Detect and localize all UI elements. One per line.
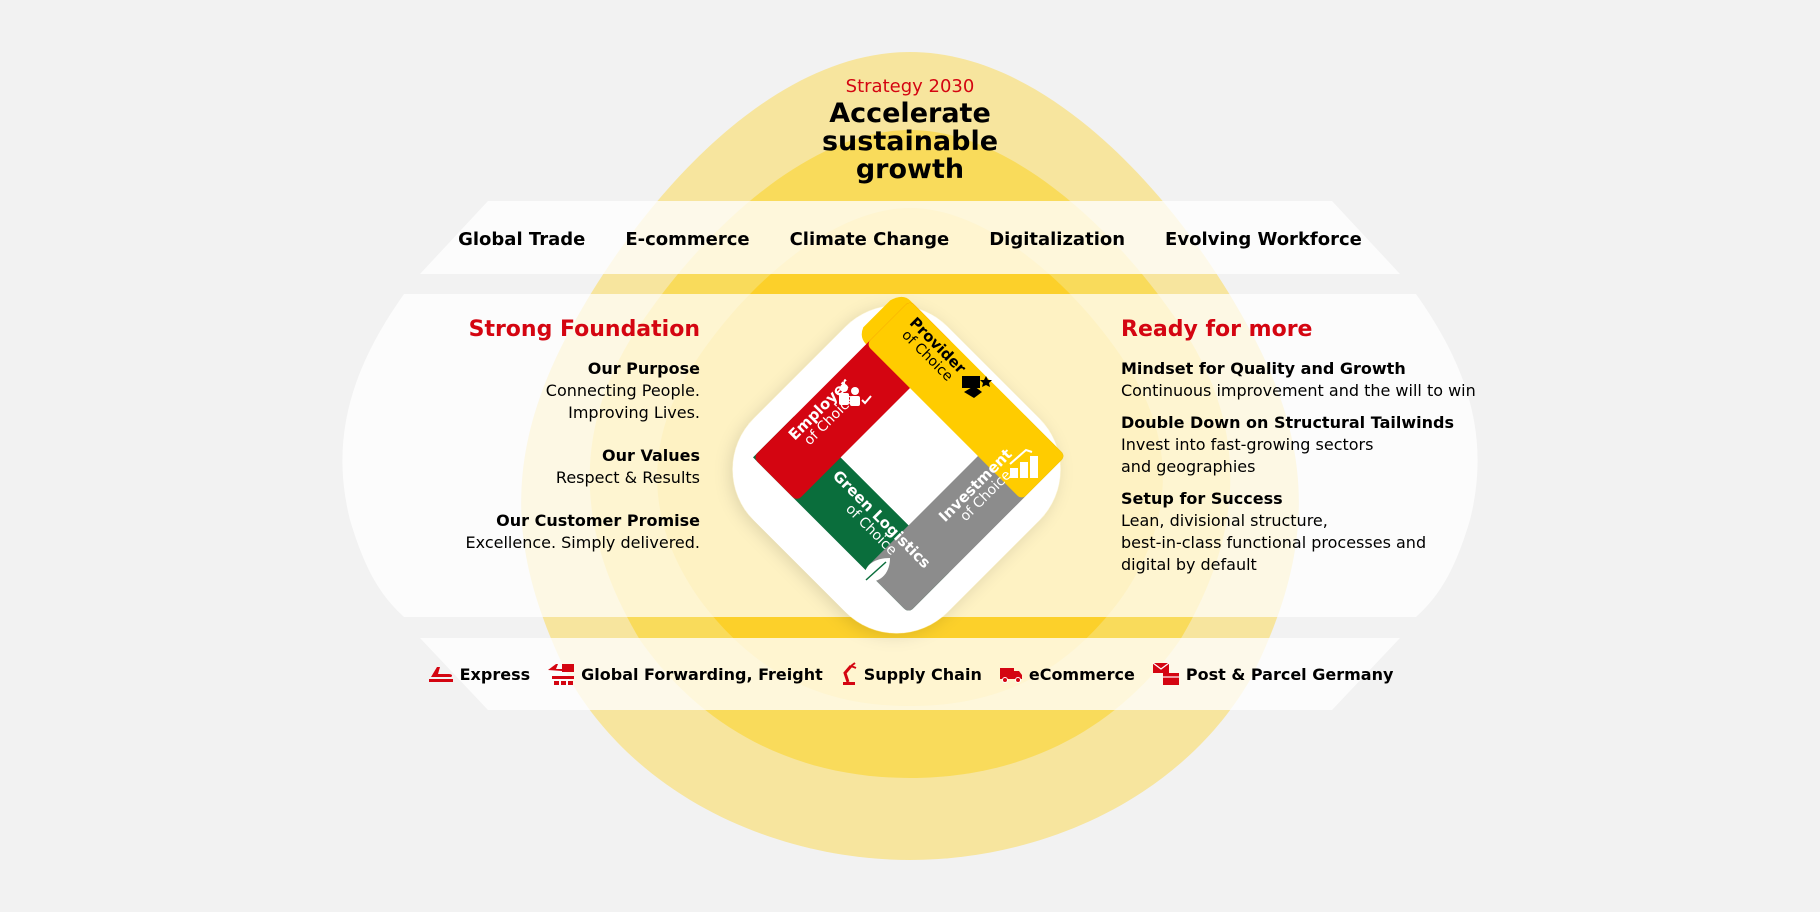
people-icon	[839, 384, 872, 406]
purpose-item: Our Purpose Connecting People. Improving…	[380, 358, 700, 424]
values-text: Respect & Results	[555, 468, 700, 487]
mindset-item: Mindset for Quality and Growth Continuou…	[1121, 358, 1481, 402]
ready-for-more-heading: Ready for more	[1121, 317, 1313, 342]
handshake-icon	[962, 376, 992, 398]
customer-promise-text: Excellence. Simply delivered.	[465, 533, 700, 552]
leaf-icon	[864, 558, 890, 582]
forwarding-icon	[548, 664, 575, 685]
customer-promise-item: Our Customer Promise Excellence. Simply …	[380, 510, 700, 554]
inner-square	[840, 388, 978, 526]
strong-foundation-heading: Strong Foundation	[468, 317, 700, 342]
mindset-text: Continuous improvement and the will to w…	[1121, 381, 1476, 400]
trends-row: Global Trade E-commerce Climate Change D…	[422, 216, 1398, 262]
divisions-row: Express Global Forwarding, Freight Suppl…	[427, 656, 1393, 692]
trend-climate-change: Climate Change	[789, 228, 950, 250]
tailwinds-title: Double Down on Structural Tailwinds	[1121, 413, 1454, 432]
purpose-text: Connecting People. Improving Lives.	[545, 381, 700, 422]
division-ecommerce-label: eCommerce	[1028, 664, 1135, 684]
trend-band	[420, 201, 1400, 274]
trend-digitalization: Digitalization	[989, 228, 1126, 250]
headline-line-1: Accelerate	[829, 98, 991, 129]
trend-ecommerce: E-commerce	[625, 228, 750, 250]
growth-icon	[1009, 448, 1038, 478]
van-icon	[999, 668, 1022, 683]
setup-title: Setup for Success	[1121, 489, 1283, 508]
division-supply-chain-label: Supply Chain	[863, 664, 982, 684]
division-express: Express	[427, 663, 531, 685]
strong-foundation-column: Strong Foundation Our Purpose Connecting…	[380, 316, 700, 575]
divisions-band	[420, 638, 1400, 710]
title-block: Strategy 2030 Accelerate sustainable gro…	[760, 76, 1060, 184]
tailwinds-item: Double Down on Structural Tailwinds Inve…	[1121, 412, 1481, 478]
division-express-label: Express	[459, 664, 531, 684]
division-ecommerce: eCommerce	[998, 664, 1135, 684]
values-item: Our Values Respect & Results	[380, 445, 700, 489]
robot-arm-icon	[842, 662, 857, 685]
tailwinds-text: Invest into fast-growing sectors and geo…	[1121, 435, 1374, 476]
customer-promise-title: Our Customer Promise	[496, 511, 700, 530]
trend-global-trade: Global Trade	[458, 228, 586, 250]
division-supply-chain: Supply Chain	[839, 661, 982, 687]
division-forwarding: Global Forwarding, Freight	[546, 662, 823, 686]
trend-evolving-workforce: Evolving Workforce	[1165, 228, 1362, 250]
provider-quadrant-body	[868, 302, 1064, 498]
division-forwarding-label: Global Forwarding, Freight	[581, 664, 823, 684]
plane-icon	[428, 667, 453, 682]
ready-for-more-column: Ready for more Mindset for Quality and G…	[1121, 316, 1481, 586]
headline-line-2: sustainable	[821, 126, 999, 157]
headline-line-3: growth	[855, 154, 965, 185]
division-post-parcel-label: Post & Parcel Germany	[1185, 664, 1394, 684]
mindset-title: Mindset for Quality and Growth	[1121, 359, 1406, 378]
quadrant-frame	[753, 296, 1064, 611]
division-post-parcel: Post & Parcel Germany	[1151, 661, 1394, 687]
setup-item: Setup for Success Lean, divisional struc…	[1121, 488, 1481, 576]
headline: Accelerate sustainable growth	[760, 100, 1060, 184]
values-title: Our Values	[601, 446, 700, 465]
mail-parcel-icon	[1152, 662, 1179, 685]
purpose-title: Our Purpose	[587, 359, 700, 378]
strategy-label: Strategy 2030	[845, 76, 975, 97]
setup-text: Lean, divisional structure, best-in-clas…	[1121, 511, 1427, 574]
